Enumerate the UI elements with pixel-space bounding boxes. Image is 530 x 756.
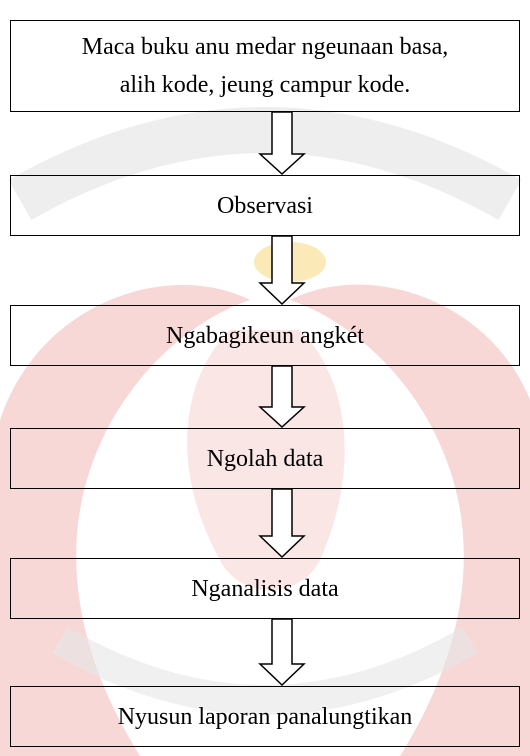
- flow-step-6: Nyusun laporan panalungtikan: [10, 686, 520, 747]
- flow-step-1-line-1: Maca buku anu medar ngeunaan basa,: [81, 34, 449, 60]
- hollow-down-arrow-icon: [258, 236, 306, 305]
- hollow-down-arrow-icon: [258, 112, 306, 175]
- flow-step-4-label: Ngolah data: [206, 445, 324, 472]
- hollow-down-arrow-icon: [258, 489, 306, 558]
- flow-step-1: Maca buku anu medar ngeunaan basa, alih …: [10, 20, 520, 112]
- hollow-down-arrow-icon: [258, 619, 306, 686]
- flow-step-3-label: Ngabagikeun angkét: [166, 322, 364, 349]
- flow-step-2: Observasi: [10, 175, 520, 236]
- flow-step-5: Nganalisis data: [10, 558, 520, 619]
- hollow-down-arrow-icon: [258, 366, 306, 428]
- flow-step-3: Ngabagikeun angkét: [10, 305, 520, 366]
- flow-step-6-label: Nyusun laporan panalungtikan: [117, 703, 413, 730]
- flow-step-2-label: Observasi: [217, 192, 313, 219]
- flow-step-1-line-2: alih kode, jeung campur kode.: [119, 72, 411, 98]
- flow-step-4: Ngolah data: [10, 428, 520, 489]
- flow-step-5-label: Nganalisis data: [191, 575, 339, 602]
